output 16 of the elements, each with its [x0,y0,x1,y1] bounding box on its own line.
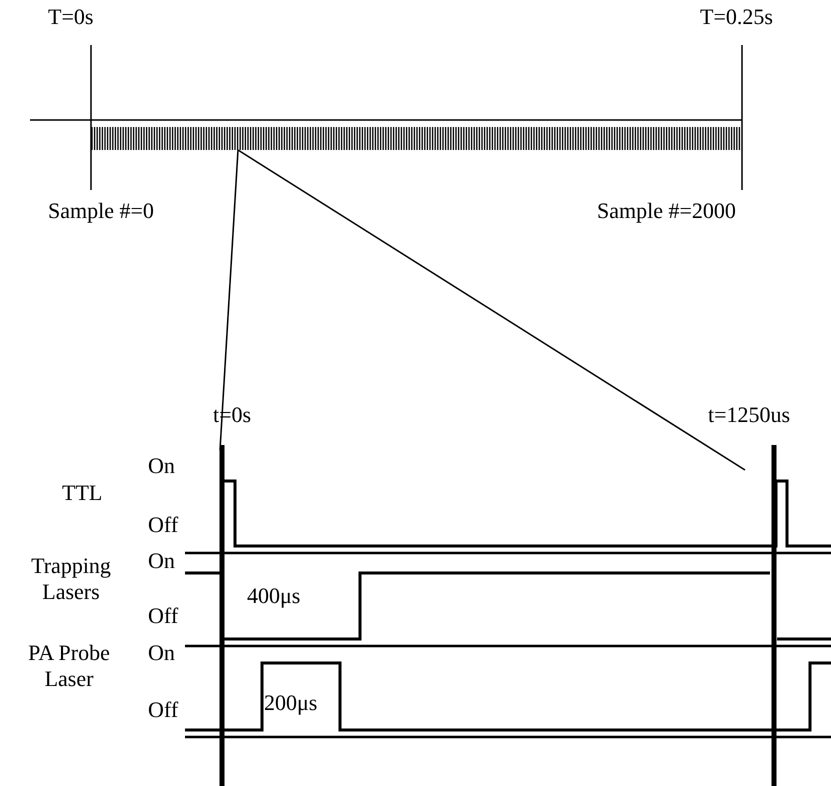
state-label: Off [148,697,178,723]
signal-name: PA Probe Laser [27,640,111,692]
sample-label: Sample #=2000 [597,198,736,224]
time-label: t=1250us [708,402,790,428]
state-label: On [148,548,175,574]
sample-label: Sample #=0 [48,198,154,224]
state-label: On [148,453,175,479]
time-label: T=0.25s [700,4,773,30]
duration-label: 400μs [247,583,300,609]
time-label: T=0s [48,4,94,30]
state-label: Off [148,603,178,629]
state-label: Off [148,512,178,538]
signal-name: Trapping Lasers [30,553,112,605]
state-label: On [148,640,175,666]
signal-name: TTL [62,480,102,506]
duration-label: 200μs [264,690,318,716]
